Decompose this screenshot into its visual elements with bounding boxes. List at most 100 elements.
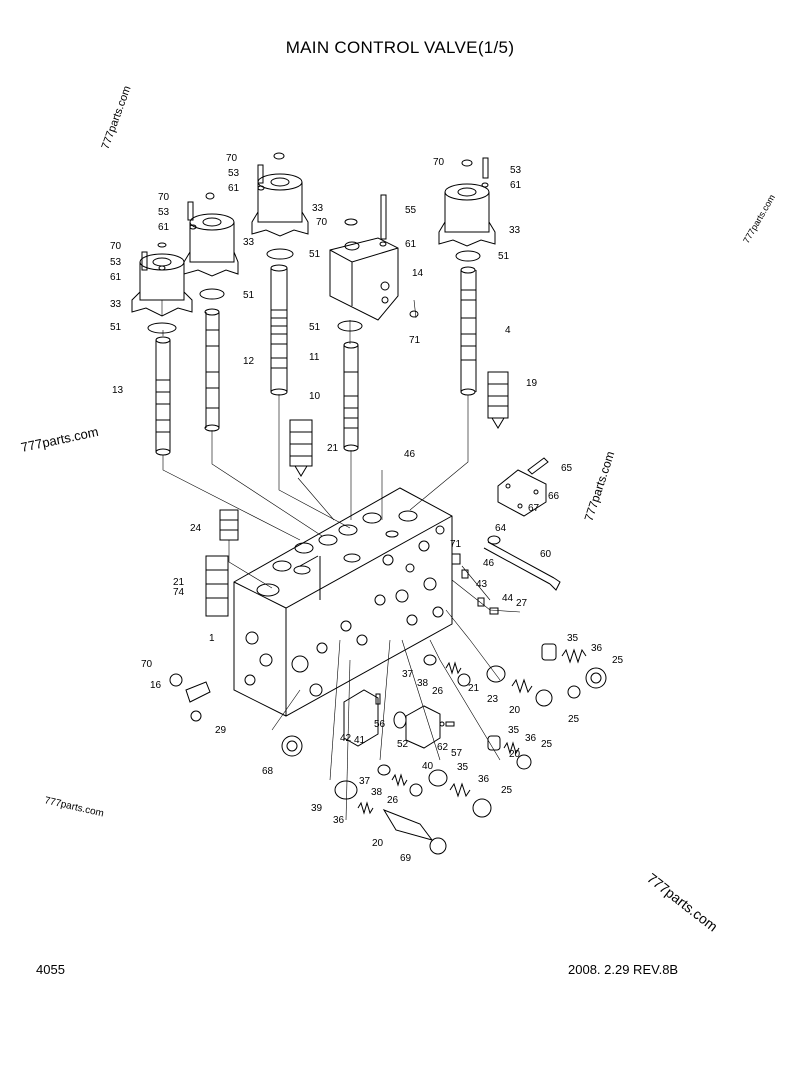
watermarks: 777parts.com 777parts.com 777parts.com 7… — [20, 84, 777, 934]
label-60: 60 — [540, 549, 552, 560]
label-36c: 36 — [478, 774, 490, 785]
relief-valve-21-upper — [289, 419, 313, 477]
diagram-title: MAIN CONTROL VALVE(1/5) — [285, 38, 515, 57]
fasteners-top — [141, 152, 489, 271]
relief-valve-24 — [219, 509, 239, 541]
valve-block-14 — [329, 237, 419, 321]
label-53d: 53 — [510, 165, 522, 176]
label-13: 13 — [112, 385, 124, 396]
label-55: 55 — [405, 205, 417, 216]
label-25a: 25 — [612, 655, 624, 666]
label-68: 68 — [262, 766, 274, 777]
label-43: 43 — [476, 579, 488, 590]
label-46a: 46 — [404, 449, 416, 460]
label-70a: 70 — [226, 153, 238, 164]
small-parts-right — [451, 535, 501, 615]
label-35a: 35 — [567, 633, 579, 644]
label-53a: 53 — [228, 168, 240, 179]
watermark-4: 777parts.com — [582, 449, 618, 522]
label-61e: 61 — [405, 239, 417, 250]
label-20c: 20 — [372, 838, 384, 849]
label-71a: 71 — [409, 335, 421, 346]
label-38a: 38 — [417, 678, 429, 689]
label-26a: 26 — [432, 686, 444, 697]
label-20b: 20 — [509, 749, 521, 760]
label-69: 69 — [400, 853, 412, 864]
relief-valve-19 — [487, 371, 509, 429]
label-44: 44 — [502, 593, 514, 604]
label-61a: 61 — [228, 183, 240, 194]
label-33d: 33 — [509, 225, 521, 236]
label-64: 64 — [495, 523, 507, 534]
spool-10 — [343, 341, 359, 452]
label-38b: 38 — [371, 787, 383, 798]
covers-40-41 — [343, 689, 455, 749]
label-16: 16 — [150, 680, 162, 691]
watermark-1: 777parts.com — [100, 84, 134, 151]
label-70c: 70 — [110, 241, 122, 252]
tie-bolt-60 — [483, 541, 561, 591]
label-29: 29 — [215, 725, 227, 736]
label-61b: 61 — [158, 222, 170, 233]
label-4: 4 — [505, 325, 511, 336]
label-41: 41 — [354, 735, 366, 746]
label-10: 10 — [309, 391, 321, 402]
label-56: 56 — [374, 719, 386, 730]
assembly-right-mid — [423, 654, 581, 707]
label-51c: 51 — [110, 322, 122, 333]
label-70b: 70 — [158, 192, 170, 203]
spool-13 — [155, 336, 171, 456]
label-33c: 33 — [110, 299, 122, 310]
assembly-right-upper — [541, 643, 607, 689]
part-labels: 70 53 61 33 70 53 61 33 70 53 61 33 70 5… — [110, 153, 624, 864]
label-35c: 35 — [457, 762, 469, 773]
label-25c: 25 — [541, 739, 553, 750]
label-36a: 36 — [591, 643, 603, 654]
label-21b: 21 — [173, 577, 185, 588]
housing-33-mid-left — [183, 213, 239, 277]
label-14: 14 — [412, 268, 424, 279]
label-20a: 20 — [509, 705, 521, 716]
date-revision: 2008. 2.29 REV.8B — [568, 962, 679, 977]
page-code: 4055 — [36, 962, 65, 977]
label-36b: 36 — [525, 733, 537, 744]
label-23: 23 — [487, 694, 499, 705]
label-51b: 51 — [243, 290, 255, 301]
watermark-3: 777parts.com — [20, 424, 100, 455]
label-25d: 25 — [501, 785, 513, 796]
watermark-5: 777parts.com — [43, 795, 105, 819]
label-74: 74 — [173, 587, 185, 598]
watermark-6: 777parts.com — [644, 870, 721, 935]
assembly-bottom — [334, 764, 492, 855]
label-61d: 61 — [510, 180, 522, 191]
label-37b: 37 — [359, 776, 371, 787]
label-25b: 25 — [568, 714, 580, 725]
label-26b: 26 — [387, 795, 399, 806]
label-21c: 21 — [468, 683, 480, 694]
label-33a: 33 — [312, 203, 324, 214]
label-52: 52 — [397, 739, 409, 750]
label-35b: 35 — [508, 725, 520, 736]
label-11: 11 — [309, 352, 320, 363]
label-71b: 71 — [450, 539, 462, 550]
label-12: 12 — [243, 356, 255, 367]
main-body-1 — [233, 487, 453, 717]
label-53b: 53 — [158, 207, 170, 218]
label-61c: 61 — [110, 272, 122, 283]
label-70f: 70 — [141, 659, 153, 670]
label-24: 24 — [190, 523, 202, 534]
spool-4 — [460, 266, 477, 396]
watermark-2: 777parts.com — [741, 193, 777, 245]
label-39: 39 — [311, 803, 323, 814]
housing-33-right — [438, 183, 496, 247]
label-19: 19 — [526, 378, 538, 389]
label-37a: 37 — [402, 669, 414, 680]
label-70e: 70 — [316, 217, 328, 228]
label-66: 66 — [548, 491, 560, 502]
leader-lines — [161, 299, 521, 821]
label-51d: 51 — [309, 322, 321, 333]
cover-66 — [497, 457, 549, 517]
label-65: 65 — [561, 463, 573, 474]
label-51a: 51 — [309, 249, 321, 260]
